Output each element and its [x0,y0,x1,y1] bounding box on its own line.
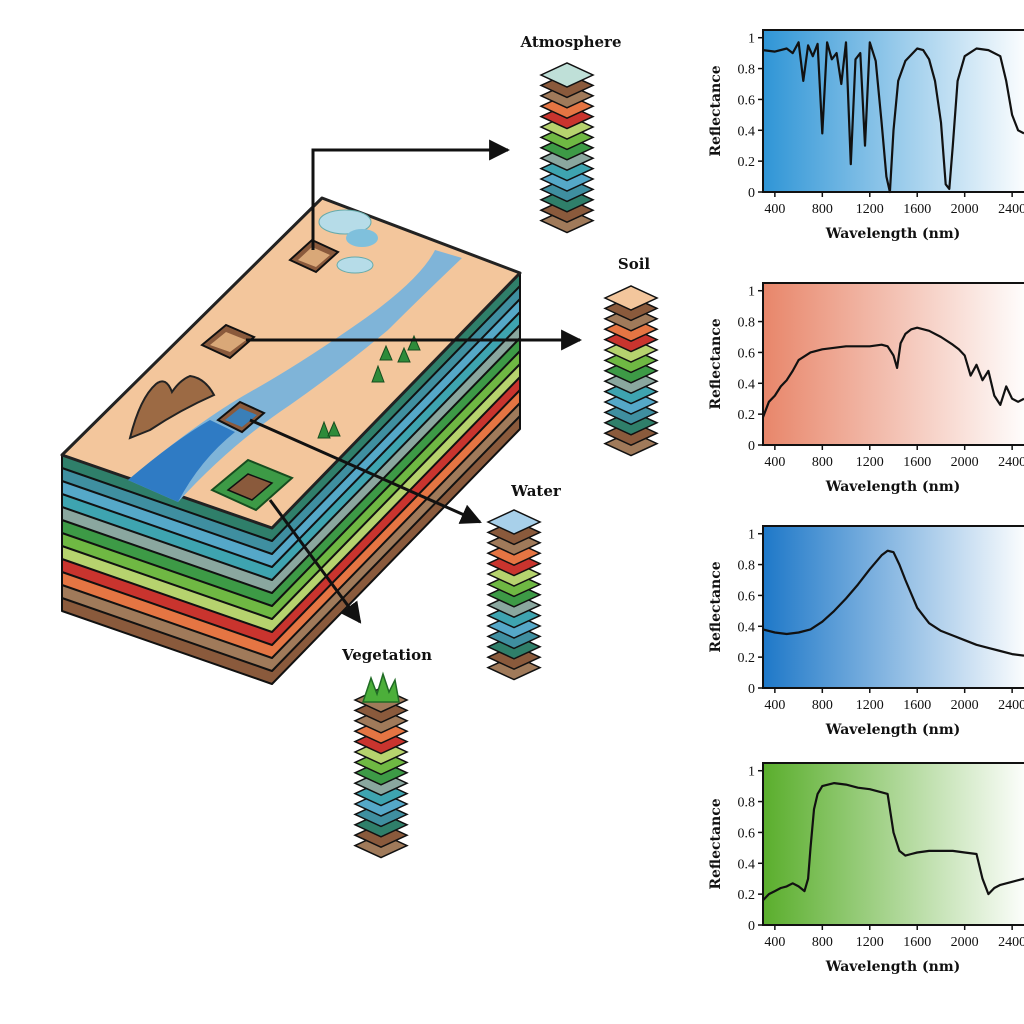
y-axis-label: Reflectance [708,318,724,409]
x-tick-label: 2000 [951,698,979,713]
x-tick-label: 1600 [903,698,931,713]
grass-icon [361,671,400,703]
y-tick-label: 0 [748,439,755,454]
x-tick-label: 2000 [951,935,979,950]
atmosphere-spectrum-chart: 0 0.2 0.4 0.6 0.8 1 400 800 1200 1600 2000 2400Wave… [708,29,1024,242]
x-tick-label: 2000 [951,455,979,470]
y-axis-label: Reflectance [708,561,724,652]
atmosphere-stack [539,62,595,234]
y-tick-label: 0.8 [738,796,756,811]
y-tick-label: 0.4 [738,124,756,139]
stack-top-layer [603,285,659,311]
y-tick-label: 0.4 [738,620,756,635]
vegetation-stack [353,671,409,859]
cloud-icon [318,209,378,274]
x-tick-label: 1600 [903,935,931,950]
x-tick-label: 2400 [998,455,1024,470]
arrows [246,139,583,624]
atmosphere-spectrum-line [762,41,1024,194]
y-axis-label: Reflectance [708,65,724,156]
x-axis-label: Wavelength (nm) [825,959,961,975]
x-axis-label: Wavelength (nm) [825,226,961,242]
x-tick-label: 400 [764,935,785,950]
soil-sample-pit [200,323,256,360]
atmosphere-sample-pit [288,238,340,274]
soil-spectrum-chart: 0 0.2 0.4 0.6 0.8 1 400 800 1200 1600 2000 2400Wave… [708,282,1024,495]
arrow-to-vegetation [268,499,362,624]
y-tick-label: 0.2 [738,155,756,170]
soil-stack [603,285,659,457]
y-tick-label: 1 [748,285,755,300]
arrow-to-water [249,418,482,524]
water-spectrum-chart: 0 0.2 0.4 0.6 0.8 1 400 800 1200 1600 2000 2400Wave… [708,525,1024,738]
x-tick-label: 1200 [856,935,884,950]
x-axis-label: Wavelength (nm) [825,722,961,738]
x-tick-label: 1200 [856,698,884,713]
y-tick-label: 0.2 [738,651,756,666]
x-tick-label: 2400 [998,698,1024,713]
x-tick-label: 1200 [856,455,884,470]
x-tick-label: 400 [764,202,785,217]
hyperspectral-cube [60,196,522,685]
x-tick-label: 2400 [998,202,1024,217]
y-tick-label: 0.4 [738,857,756,872]
water-spectrum-line [762,549,1024,657]
tree-icons [317,334,421,439]
x-tick-label: 800 [812,698,833,713]
y-tick-label: 0.6 [738,589,756,604]
y-tick-label: 0 [748,186,755,201]
y-tick-label: 0.2 [738,888,756,903]
y-tick-label: 0.8 [738,63,756,78]
water-sample-pit [216,400,266,434]
x-tick-label: 2400 [998,935,1024,950]
y-tick-label: 0 [748,682,755,697]
soil-spectrum-line [761,326,1024,418]
x-tick-label: 1600 [903,202,931,217]
x-tick-label: 800 [812,935,833,950]
x-tick-label: 1200 [856,202,884,217]
x-tick-label: 2000 [951,202,979,217]
soil-label: Soil [618,255,651,273]
x-tick-label: 400 [764,698,785,713]
x-tick-label: 1600 [903,455,931,470]
x-tick-label: 800 [812,202,833,217]
atmosphere-label: Atmosphere [519,33,621,51]
y-axis-label: Reflectance [708,798,724,889]
vegetation-label: Vegetation [341,646,432,664]
water-label: Water [510,482,562,500]
y-tick-label: 0.4 [738,377,756,392]
river-deep [128,420,235,502]
x-tick-label: 800 [812,455,833,470]
y-tick-label: 0.6 [738,346,756,361]
water-stack [486,509,542,681]
y-tick-label: 0.2 [738,408,756,423]
y-tick-label: 1 [748,528,755,543]
y-tick-label: 0.8 [738,316,756,331]
y-tick-label: 0.6 [738,93,756,108]
plot-area [762,29,1024,193]
stack-top-layer [539,62,595,88]
plot-area [762,762,1024,926]
arrow-to-atmosphere [311,139,511,250]
y-tick-label: 0.8 [738,559,756,574]
x-tick-label: 400 [764,455,785,470]
plot-area [762,525,1024,689]
stack-top-layer [486,509,542,535]
y-tick-label: 1 [748,32,755,47]
vegetation-sample-pit [210,458,294,512]
y-tick-label: 1 [748,765,755,780]
vegetation-spectrum-chart: 0 0.2 0.4 0.6 0.8 1 400 800 1200 1600 2000 2400Wave… [708,762,1024,975]
y-tick-label: 0 [748,919,755,934]
mountain-icon [128,374,216,440]
vegetation-spectrum-line [762,782,1024,902]
plot-area [762,282,1024,446]
x-axis-label: Wavelength (nm) [825,479,961,495]
y-tick-label: 0.6 [738,826,756,841]
